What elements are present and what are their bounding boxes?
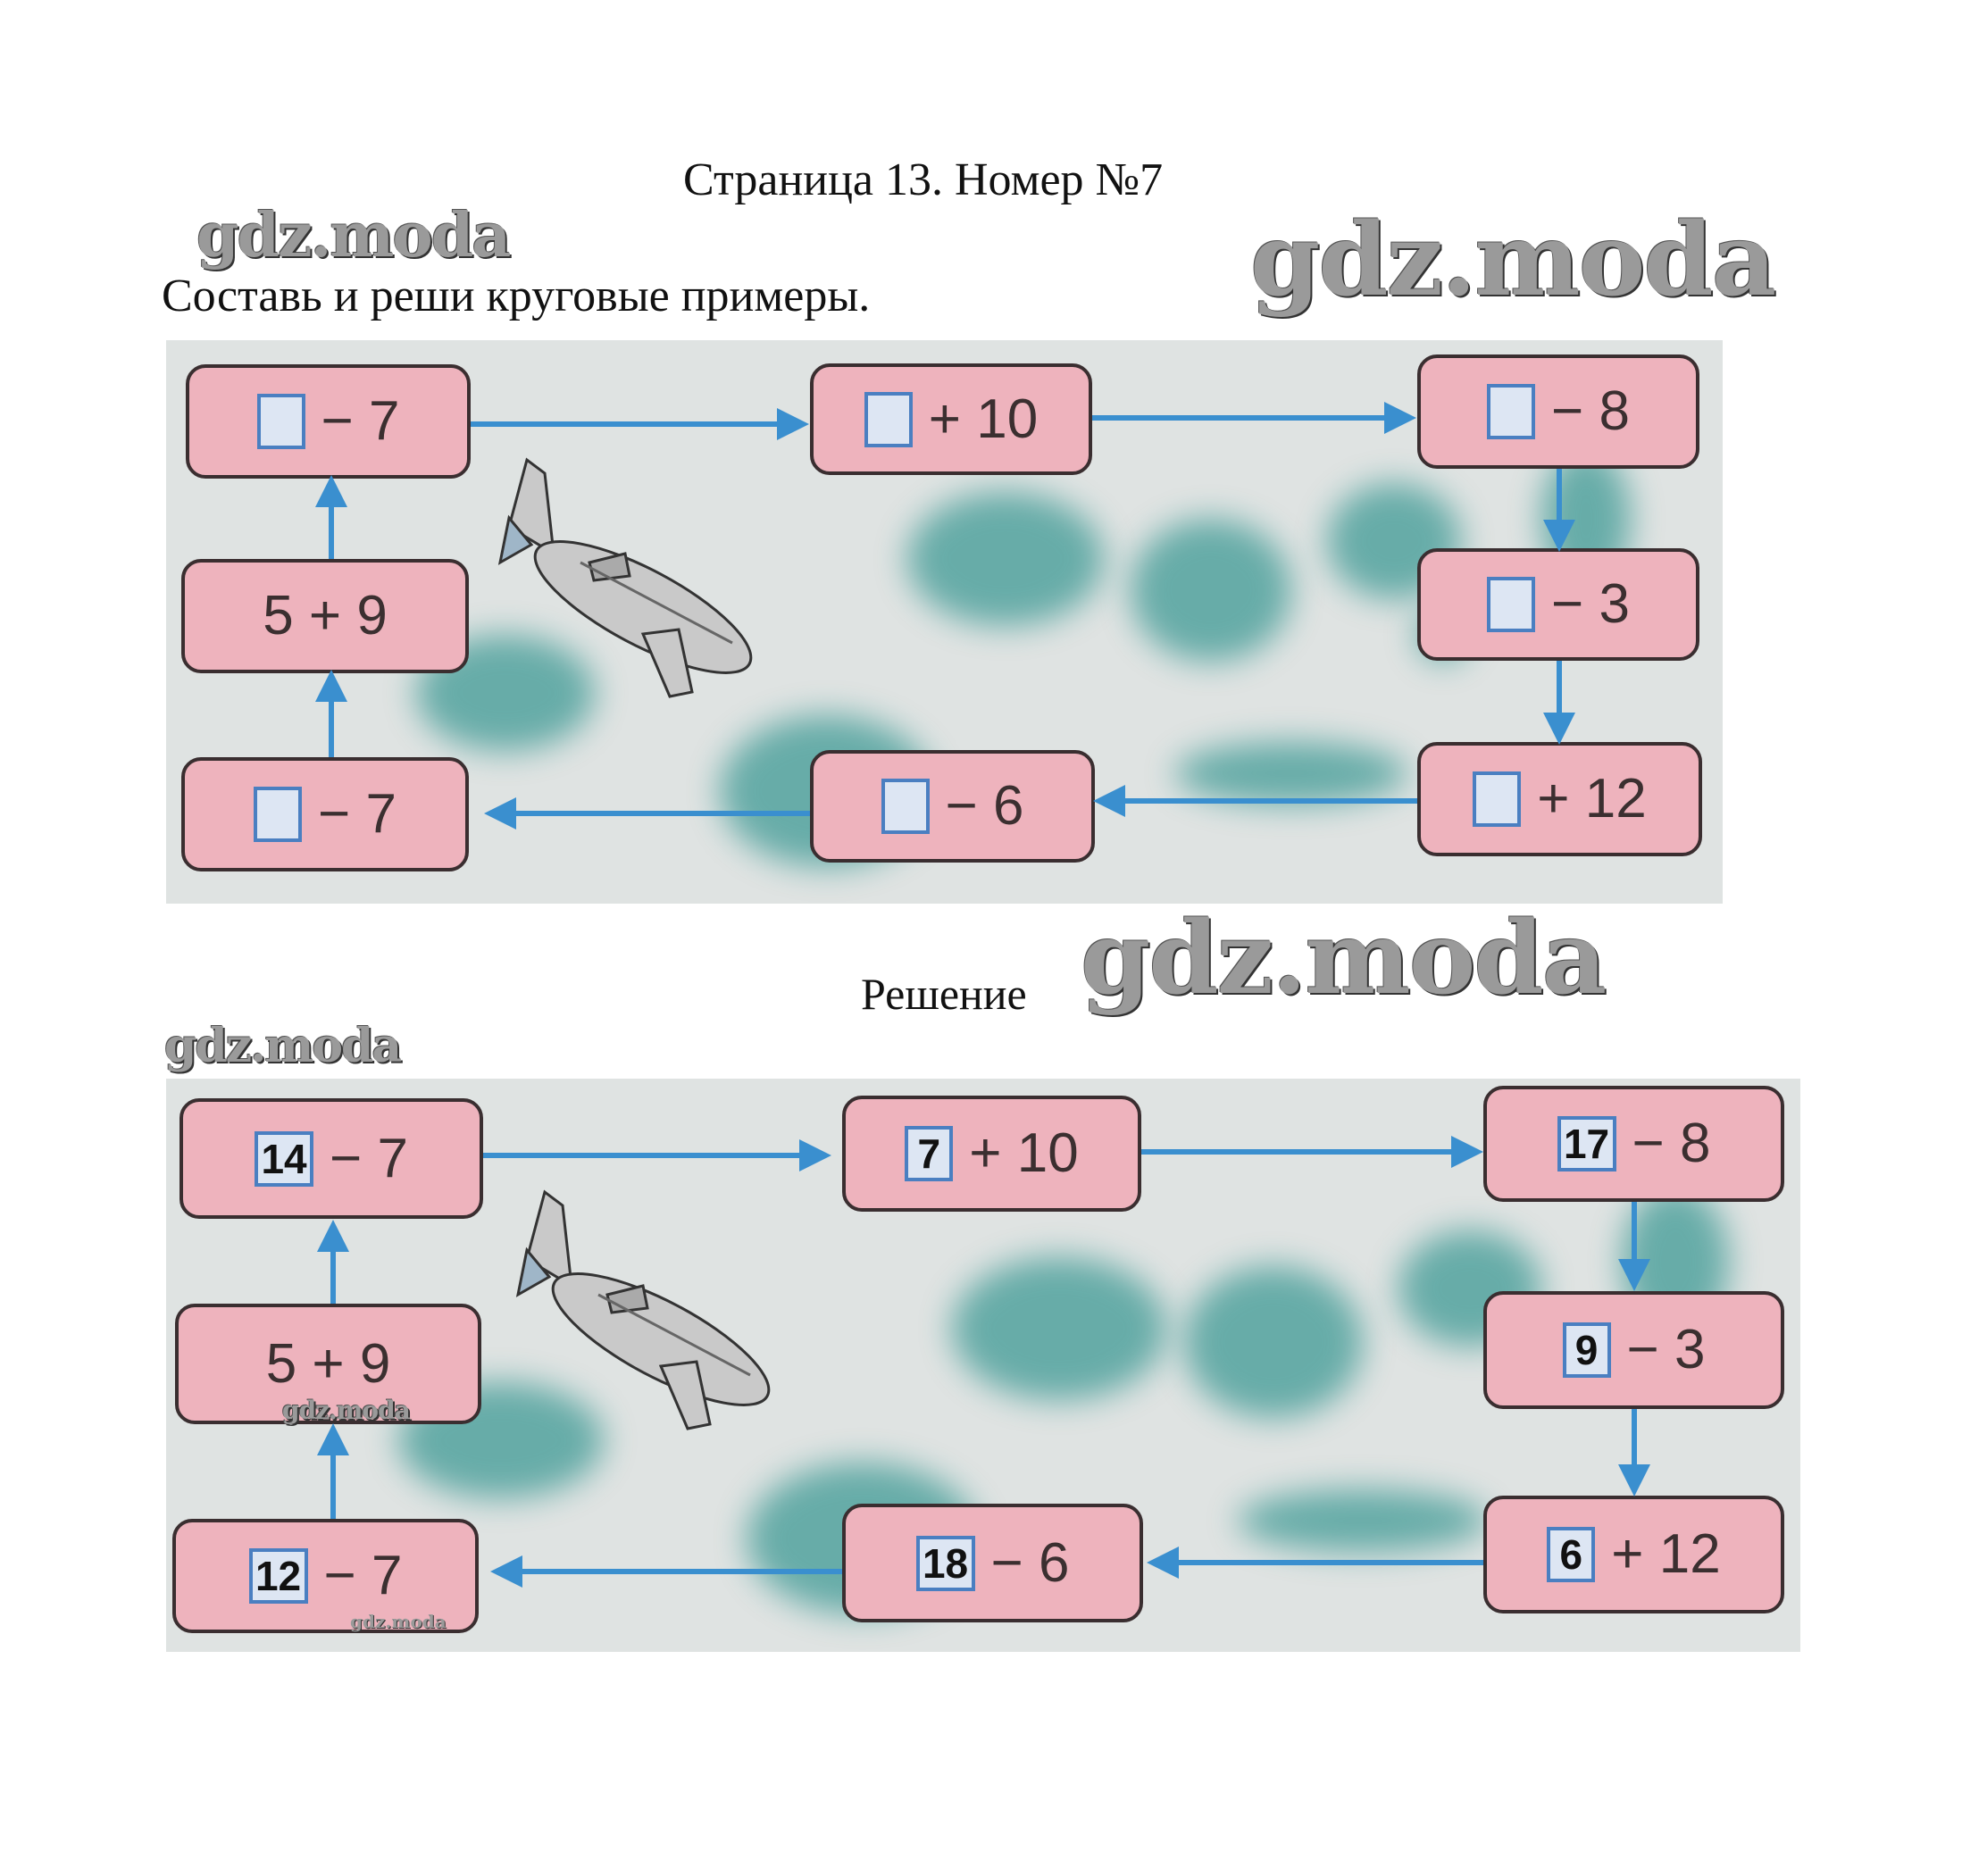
solution-expression-box: 12 − 7 <box>172 1519 479 1633</box>
exercise-panel: − 7 + 10 − 8 − 3 + 12 − 6 − 7 5 + 9 <box>166 340 1723 904</box>
cloud <box>952 1257 1166 1400</box>
expression-text: − 3 <box>1626 1319 1706 1380</box>
expression-text: − 7 <box>323 1545 403 1606</box>
watermark: gdz.moda <box>164 1019 402 1073</box>
watermark: gdz.moda <box>196 200 511 271</box>
answer-box: 9 <box>1562 1322 1611 1378</box>
exercise-expression-box: − 3 <box>1417 548 1699 661</box>
answer-box: 17 <box>1557 1116 1616 1171</box>
empty-answer-box[interactable] <box>864 391 913 447</box>
expression-text: 5 + 9 <box>265 1332 391 1395</box>
expression-text: − 7 <box>321 390 400 452</box>
solution-expression-box: 18 − 6 <box>842 1504 1143 1622</box>
solution-expression-box: 17 − 8 <box>1483 1086 1784 1202</box>
empty-answer-box[interactable] <box>256 394 305 449</box>
solution-expression-box: 9 − 3 <box>1483 1291 1784 1409</box>
solution-expression-box: 5 + 9 <box>175 1304 481 1424</box>
solution-expression-box: 6 + 12 <box>1483 1496 1784 1613</box>
exercise-expression-box: + 10 <box>810 363 1092 475</box>
expression-text: − 8 <box>1551 380 1630 442</box>
expression-text: + 12 <box>1537 768 1647 830</box>
expression-text: − 8 <box>1632 1113 1711 1174</box>
empty-answer-box[interactable] <box>1487 577 1536 632</box>
empty-answer-box[interactable] <box>881 779 930 834</box>
cloud <box>907 492 1104 626</box>
expression-text: + 12 <box>1611 1523 1721 1585</box>
solution-label: Решение <box>861 969 1027 1019</box>
page-title: Страница 13. Номер №7 <box>683 154 1164 205</box>
exercise-expression-box: 5 + 9 <box>181 559 469 673</box>
expression-text: − 3 <box>1551 573 1630 635</box>
expression-text: − 6 <box>990 1531 1070 1594</box>
answer-box: 14 <box>255 1130 314 1187</box>
answer-box: 12 <box>248 1548 308 1604</box>
empty-answer-box[interactable] <box>254 787 303 842</box>
expression-text: − 7 <box>318 783 397 845</box>
expression-text: − 6 <box>945 775 1024 837</box>
answer-box: 18 <box>915 1535 975 1591</box>
airplane-icon <box>497 457 753 698</box>
watermark: gdz.moda <box>282 1396 411 1425</box>
empty-answer-box[interactable] <box>1473 771 1522 827</box>
exercise-expression-box: − 8 <box>1417 354 1699 469</box>
solution-panel: 14 − 7 7 + 10 17 − 8 9 − 3 6 + 12 18 − 6 12 − 7 5 + 9 <box>166 1079 1800 1652</box>
exercise-expression-box: − 7 <box>181 757 469 871</box>
airplane-icon <box>515 1189 771 1430</box>
exercise-expression-box: + 12 <box>1417 742 1702 856</box>
task-text: Составь и реши круговые примеры. <box>162 271 871 321</box>
watermark: gdz.moda <box>1081 900 1607 1017</box>
expression-text: + 10 <box>969 1122 1079 1184</box>
watermark: gdz.moda <box>350 1611 447 1632</box>
cloud <box>1175 742 1407 805</box>
solution-expression-box: 14 − 7 <box>180 1098 483 1219</box>
cloud <box>1238 1489 1488 1552</box>
expression-text: 5 + 9 <box>263 585 388 646</box>
exercise-expression-box: − 7 <box>186 364 471 479</box>
solution-expression-box: 7 + 10 <box>842 1096 1141 1212</box>
expression-text: − 7 <box>330 1127 408 1189</box>
empty-answer-box[interactable] <box>1487 384 1536 439</box>
watermark: gdz.moda <box>1250 202 1776 319</box>
cloud <box>1131 519 1291 662</box>
exercise-expression-box: − 6 <box>810 750 1095 863</box>
cloud <box>1184 1266 1363 1418</box>
expression-text: + 10 <box>928 388 1039 450</box>
answer-box: 7 <box>905 1126 954 1181</box>
answer-box: 6 <box>1547 1527 1596 1582</box>
